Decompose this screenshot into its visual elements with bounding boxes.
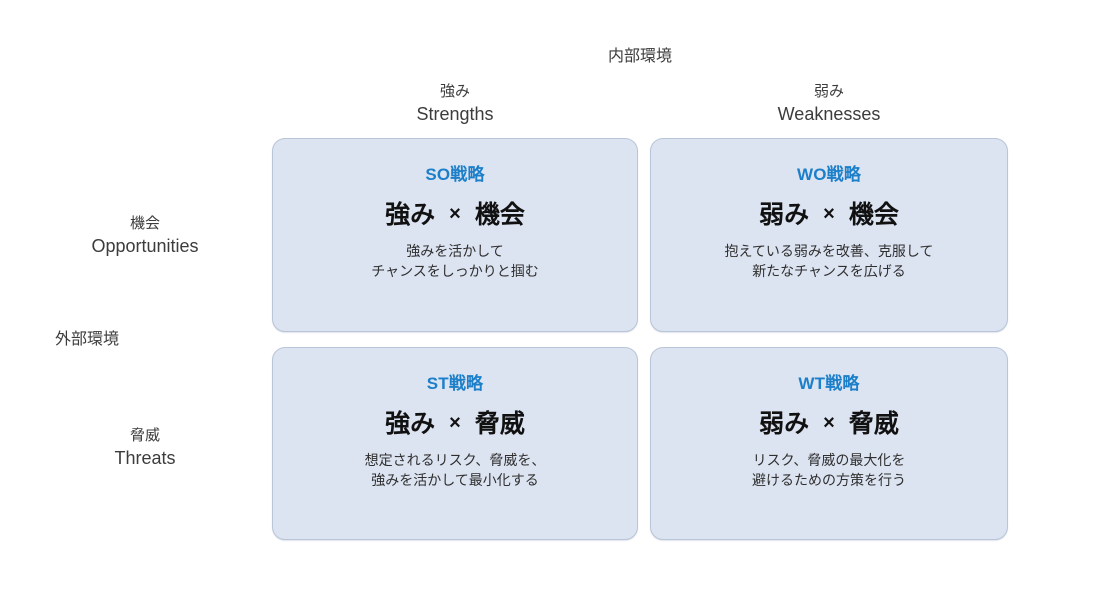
quadrant-card-st[interactable]: ST戦略 強み × 脅威 想定されるリスク、脅威を、 強みを活かして最小化する	[272, 347, 638, 540]
external-environment-label: 外部環境	[55, 331, 120, 348]
quadrant-tag-wt: WT戦略	[798, 374, 860, 393]
row-header-opportunities-jp: 機会	[129, 215, 160, 232]
quadrant-wt-factor-a: 弱み	[759, 410, 810, 438]
quadrant-so-factor-a: 強み	[385, 201, 436, 229]
quadrant-title-st: 強み × 脅威	[385, 408, 525, 439]
quadrant-tag-st: ST戦略	[426, 374, 484, 393]
quadrant-wo-desc-line-2: 新たなチャンスを広げる	[752, 263, 906, 279]
column-header-weaknesses-jp: 弱み	[813, 83, 844, 100]
column-header-strengths-jp: 強み	[439, 83, 470, 100]
quadrant-tag-wo: WO戦略	[796, 165, 862, 184]
quadrant-st-factor-a: 強み	[385, 410, 436, 438]
quadrant-wt-desc-line-1: リスク、脅威の最大化を	[752, 452, 906, 468]
quadrant-card-wt[interactable]: WT戦略 弱み × 脅威 リスク、脅威の最大化を 避けるための方策を行う	[650, 347, 1008, 540]
quadrant-so-factor-b: 機会	[474, 201, 525, 229]
multiply-icon: ×	[449, 412, 461, 434]
quadrant-desc-st: 想定されるリスク、脅威を、 強みを活かして最小化する	[365, 450, 546, 490]
row-header-opportunities-en: Opportunities	[91, 236, 199, 256]
internal-environment-label: 内部環境	[607, 48, 672, 65]
quadrant-st-factor-b: 脅威	[474, 410, 525, 438]
quadrant-title-so: 強み × 機会	[385, 199, 525, 230]
quadrant-wo-desc-line-1: 抱えている弱みを改善、克服して	[724, 243, 934, 259]
quadrant-desc-so: 強みを活かして チャンスをしっかりと掴む	[371, 241, 539, 281]
quadrant-tag-so: SO戦略	[425, 165, 485, 184]
column-header-strengths: 強み Strengths	[272, 80, 638, 126]
quadrant-wt-desc-line-2: 避けるための方策を行う	[752, 472, 906, 488]
quadrant-so-desc-line-1: 強みを活かして	[406, 243, 504, 259]
quadrant-card-wo[interactable]: WO戦略 弱み × 機会 抱えている弱みを改善、克服して 新たなチャンスを広げる	[650, 138, 1008, 332]
quadrant-title-wo: 弱み × 機会	[759, 199, 899, 230]
row-header-threats: 脅威 Threats	[34, 424, 256, 470]
row-header-opportunities: 機会 Opportunities	[34, 212, 256, 258]
quadrant-st-desc-line-2: 強みを活かして最小化する	[371, 472, 539, 488]
quadrant-wo-factor-a: 弱み	[759, 201, 810, 229]
column-header-strengths-en: Strengths	[416, 104, 494, 124]
multiply-icon: ×	[823, 412, 835, 434]
quadrant-so-desc-line-2: チャンスをしっかりと掴む	[371, 263, 539, 279]
row-header-threats-en: Threats	[114, 448, 176, 468]
quadrant-card-so[interactable]: SO戦略 強み × 機会 強みを活かして チャンスをしっかりと掴む	[272, 138, 638, 332]
row-header-threats-jp: 脅威	[129, 427, 160, 444]
quadrant-wt-factor-b: 脅威	[848, 410, 899, 438]
column-header-weaknesses-en: Weaknesses	[777, 104, 881, 124]
multiply-icon: ×	[823, 203, 835, 225]
quadrant-desc-wt: リスク、脅威の最大化を 避けるための方策を行う	[752, 450, 906, 490]
quadrant-wo-factor-b: 機会	[848, 201, 899, 229]
quadrant-st-desc-line-1: 想定されるリスク、脅威を、	[364, 452, 546, 468]
multiply-icon: ×	[449, 203, 461, 225]
quadrant-title-wt: 弱み × 脅威	[759, 408, 899, 439]
column-header-weaknesses: 弱み Weaknesses	[650, 80, 1008, 126]
quadrant-desc-wo: 抱えている弱みを改善、克服して 新たなチャンスを広げる	[725, 241, 934, 281]
